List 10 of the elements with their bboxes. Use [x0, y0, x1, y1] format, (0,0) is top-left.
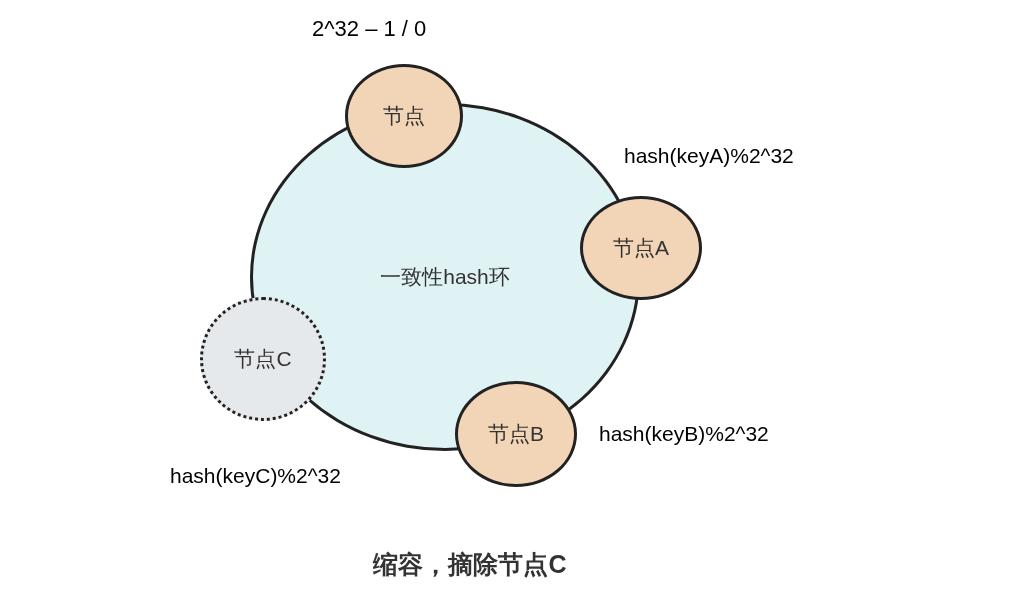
hash-position-label: hash(keyA)%2^32	[624, 143, 794, 169]
hash-position-label: hash(keyB)%2^32	[599, 421, 769, 447]
node-label: 节点C	[234, 346, 292, 373]
hash-position-label: hash(keyC)%2^32	[170, 463, 341, 489]
hash-position-label: 2^32 – 1 / 0	[312, 15, 427, 43]
node-label: 节点	[383, 103, 425, 130]
node-label: 节点A	[613, 235, 669, 262]
caption: 缩容，摘除节点C	[373, 549, 567, 580]
node-label: 节点B	[488, 421, 544, 448]
node-label: 一致性hash环	[380, 264, 510, 291]
